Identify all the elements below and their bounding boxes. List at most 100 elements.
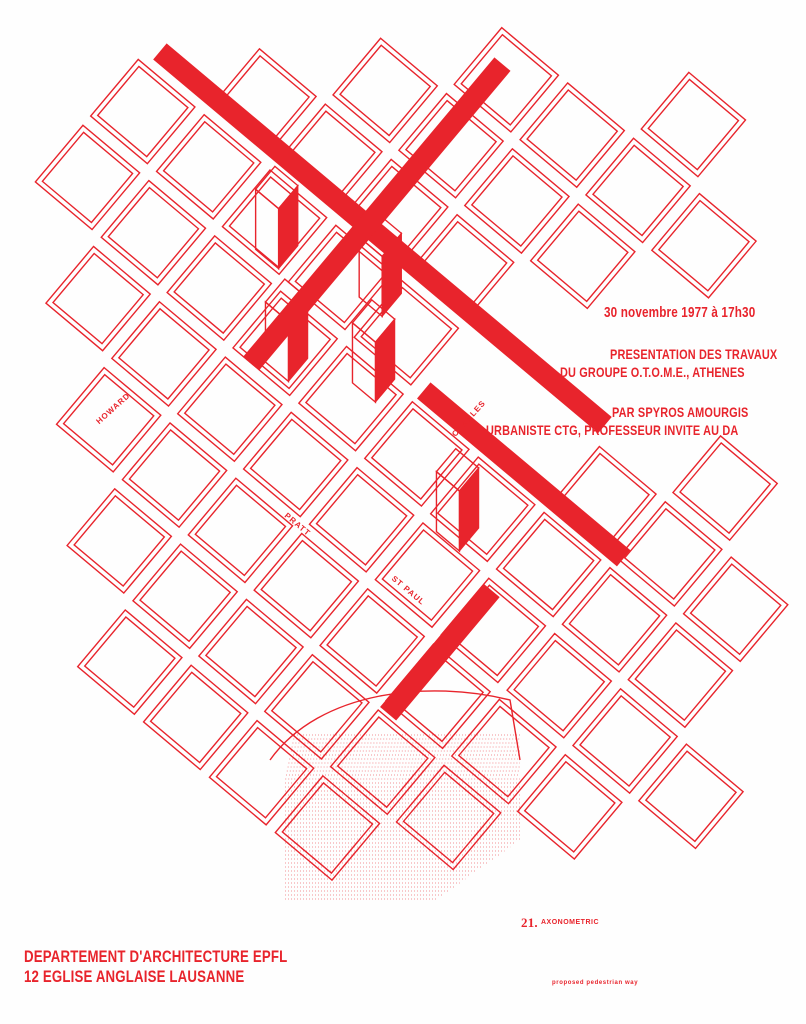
tower-face bbox=[374, 317, 396, 404]
city-block bbox=[89, 58, 196, 165]
event-title-line2: DU GROUPE O.T.O.M.E., ATHENES bbox=[560, 364, 745, 380]
figure-number: 21. bbox=[521, 915, 538, 930]
city-block bbox=[450, 698, 558, 805]
city-block-inner bbox=[360, 286, 453, 379]
city-block-inner bbox=[657, 199, 751, 292]
city-block-inner bbox=[83, 616, 176, 709]
city-block-inner bbox=[526, 89, 619, 182]
city-block-inner bbox=[183, 363, 276, 456]
pedestrian-way bbox=[380, 583, 500, 721]
city-block-inner bbox=[502, 518, 595, 611]
city-block bbox=[263, 653, 370, 760]
city-block bbox=[66, 487, 173, 595]
city-block-inner bbox=[281, 781, 374, 875]
city-block-inner bbox=[634, 629, 727, 722]
city-block-inner bbox=[689, 563, 782, 656]
city-block bbox=[44, 245, 152, 352]
city-block bbox=[516, 753, 623, 860]
city-block bbox=[463, 147, 571, 255]
tower-side bbox=[358, 235, 383, 318]
city-block bbox=[319, 587, 426, 695]
city-block-inner bbox=[128, 428, 221, 522]
city-block-inner bbox=[513, 639, 606, 732]
city-block-inner bbox=[228, 176, 321, 269]
city-block-inner bbox=[647, 78, 740, 171]
city-block bbox=[519, 81, 626, 189]
city-block-inner bbox=[215, 726, 308, 819]
city-block bbox=[506, 632, 613, 739]
city-block-inner bbox=[470, 154, 563, 248]
pedestrian-way bbox=[153, 43, 612, 434]
city-block-inner bbox=[73, 494, 166, 588]
city-block-inner bbox=[579, 694, 672, 788]
city-block-inner bbox=[591, 144, 685, 237]
city-block-inner bbox=[239, 297, 332, 390]
city-block-inner bbox=[523, 760, 616, 853]
city-block-inner bbox=[457, 705, 550, 798]
event-title-line1: PRESENTATION DES TRAVAUX bbox=[610, 346, 778, 362]
city-block bbox=[197, 598, 305, 705]
city-block bbox=[650, 192, 758, 299]
city-block-inner bbox=[62, 373, 155, 466]
city-block bbox=[131, 543, 239, 650]
city-block bbox=[142, 664, 249, 771]
city-block bbox=[242, 411, 349, 518]
city-block-inner bbox=[173, 241, 266, 335]
city-block bbox=[287, 224, 394, 331]
city-block-inner bbox=[194, 484, 287, 577]
city-block bbox=[166, 234, 273, 342]
city-block-inner bbox=[336, 716, 429, 809]
city-block bbox=[329, 709, 436, 816]
city-block-inner bbox=[568, 573, 661, 666]
city-block bbox=[353, 279, 460, 386]
organizer-line1: DEPARTEMENT D'ARCHITECTURE EPFL bbox=[24, 947, 288, 966]
city-block-inner bbox=[623, 507, 716, 600]
city-block bbox=[363, 400, 471, 508]
city-block bbox=[584, 137, 692, 244]
city-block bbox=[110, 300, 218, 408]
tower-face bbox=[458, 466, 480, 553]
city-block bbox=[571, 687, 679, 795]
city-block-inner bbox=[149, 671, 242, 764]
city-block bbox=[55, 366, 162, 473]
city-block-inner bbox=[536, 210, 629, 303]
city-block-inner bbox=[139, 550, 232, 643]
city-block bbox=[453, 26, 560, 133]
city-block-inner bbox=[436, 463, 529, 556]
city-block-inner bbox=[260, 539, 353, 632]
shoreline bbox=[269, 690, 521, 761]
city-block bbox=[274, 774, 381, 882]
city-block-inner bbox=[41, 131, 134, 224]
city-block bbox=[429, 456, 536, 563]
city-block-inner bbox=[404, 99, 498, 192]
city-block bbox=[332, 37, 439, 144]
city-block bbox=[253, 532, 360, 639]
city-block bbox=[637, 743, 745, 850]
city-block bbox=[616, 500, 723, 608]
city-block bbox=[176, 356, 283, 463]
city-block-inner bbox=[381, 529, 474, 622]
pedestrian-way-note: proposed pedestrian way bbox=[552, 980, 639, 986]
tower-face bbox=[381, 232, 402, 318]
city-block bbox=[208, 719, 315, 826]
city-block bbox=[561, 566, 668, 673]
city-block-inner bbox=[679, 441, 772, 535]
city-block bbox=[395, 764, 502, 871]
city-block-inner bbox=[460, 33, 553, 126]
city-block bbox=[682, 556, 789, 663]
tower-face bbox=[287, 296, 309, 383]
city-block bbox=[374, 521, 481, 629]
city-block-inner bbox=[96, 65, 189, 158]
city-block-inner bbox=[644, 750, 738, 843]
event-date: 30 novembre 1977 à 17h30 bbox=[604, 304, 756, 321]
city-block-inner bbox=[315, 473, 408, 566]
city-block bbox=[640, 71, 747, 178]
city-block-inner bbox=[162, 120, 255, 213]
city-block-inner bbox=[370, 407, 463, 500]
city-block bbox=[495, 511, 602, 618]
city-block bbox=[221, 169, 328, 276]
city-block bbox=[397, 92, 505, 199]
city-block bbox=[671, 434, 779, 542]
city-block bbox=[34, 124, 141, 231]
